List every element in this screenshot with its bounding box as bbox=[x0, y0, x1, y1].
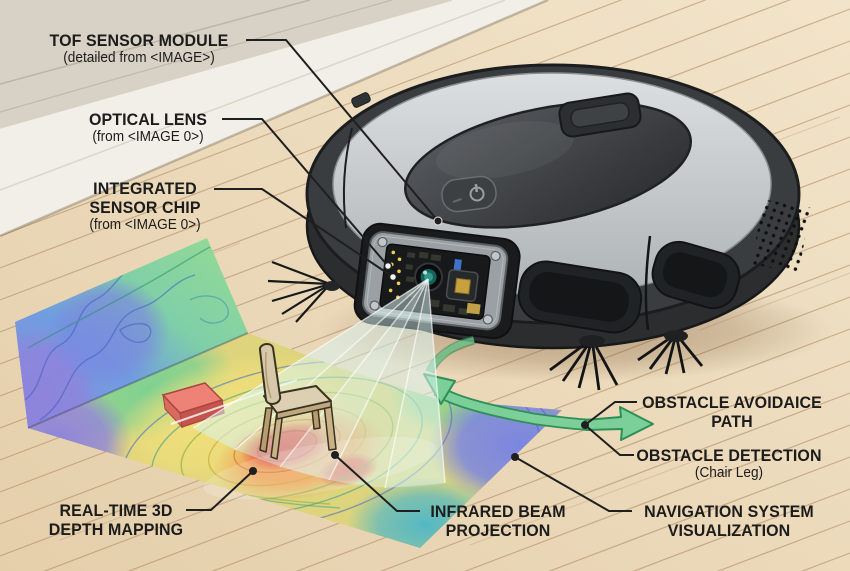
label-tof-sensor-module: TOF SENSOR MODULE (detailed from <IMAGE>… bbox=[50, 31, 229, 67]
label-infrared-beam: INFRARED BEAM PROJECTION bbox=[430, 502, 565, 540]
label-avoid-line1: OBSTACLE AVOIDAICE bbox=[642, 393, 822, 412]
callout-dot-lens bbox=[383, 261, 393, 271]
label-optical-title: OPTICAL LENS bbox=[88, 110, 208, 129]
bumper-window-left bbox=[517, 260, 643, 334]
label-avoid-line2: PATH bbox=[711, 412, 753, 431]
label-depth-line1: REAL-TIME 3D bbox=[59, 501, 173, 520]
label-depth-mapping: REAL-TIME 3D DEPTH MAPPING bbox=[49, 501, 183, 539]
callout-dot-nav bbox=[511, 453, 519, 461]
label-avoidance-path: OBSTACLE AVOIDAICE PATH bbox=[642, 393, 822, 431]
infrared-beam bbox=[192, 278, 446, 500]
label-detect-title: OBSTACLE DETECTION bbox=[636, 446, 822, 465]
baseboard bbox=[0, 0, 549, 238]
panel-screws bbox=[369, 236, 501, 325]
side-brush-left bbox=[267, 260, 340, 323]
label-tof-subtitle: (detailed from <IMAGE>) bbox=[63, 50, 215, 66]
label-chip-line2: SENSOR CHIP bbox=[89, 198, 201, 217]
label-integrated-sensor-chip: INTEGRATED SENSOR CHIP (from <IMAGE 0>) bbox=[89, 179, 200, 234]
side-brush-front-right bbox=[637, 330, 704, 375]
bumper-tab bbox=[351, 92, 371, 108]
power-button[interactable] bbox=[440, 175, 497, 213]
callout-dot-obstacle bbox=[581, 421, 589, 429]
callout-dot-chip bbox=[388, 272, 398, 282]
power-icon bbox=[452, 183, 485, 203]
chair bbox=[259, 342, 337, 460]
leader-lines bbox=[186, 39, 637, 512]
callout-dots bbox=[249, 216, 589, 475]
label-tof-title: TOF SENSOR MODULE bbox=[49, 31, 229, 50]
integrated-sensor-chip bbox=[445, 269, 479, 303]
label-chip-line1: INTEGRATED bbox=[93, 179, 197, 198]
label-navigation-visualization: NAVIGATION SYSTEM VISUALIZATION bbox=[644, 502, 814, 540]
label-depth-line2: DEPTH MAPPING bbox=[48, 520, 184, 539]
callout-dot-tof bbox=[433, 216, 443, 226]
label-detect-subtitle: (Chair Leg) bbox=[694, 465, 764, 481]
label-chip-subtitle: (from <IMAGE 0>) bbox=[89, 217, 201, 233]
label-obstacle-detection: OBSTACLE DETECTION (Chair Leg) bbox=[636, 446, 821, 482]
callout-dot-beam bbox=[331, 451, 339, 459]
callout-dot-depth bbox=[249, 467, 257, 475]
label-nav-line2: VISUALIZATION bbox=[667, 521, 791, 540]
label-nav-line1: NAVIGATION SYSTEM bbox=[644, 502, 814, 521]
label-beam-line1: INFRARED BEAM bbox=[430, 502, 566, 521]
label-optical-subtitle: (from <IMAGE 0>) bbox=[92, 129, 204, 145]
side-brush-front-left bbox=[549, 335, 619, 391]
vent-grille bbox=[751, 199, 811, 273]
handle bbox=[558, 92, 642, 138]
bumper-window-right bbox=[651, 240, 741, 310]
label-optical-lens: OPTICAL LENS (from <IMAGE 0>) bbox=[89, 110, 207, 146]
label-beam-line2: PROJECTION bbox=[445, 521, 551, 540]
